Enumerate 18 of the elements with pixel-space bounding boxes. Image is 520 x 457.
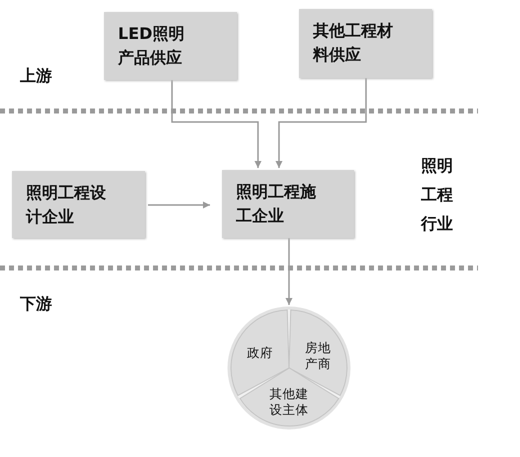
stage-label: 上游 [20,65,52,87]
process-box [299,9,432,78]
slice-label: 政府 [246,345,274,362]
process-box [222,170,354,238]
box-text: 其他工程材料供应 [313,20,394,66]
arrow [148,202,210,208]
slice-label: 房地产商 [304,340,332,372]
process-box [104,12,237,80]
arrow [276,78,367,168]
box-text: LED照明产品供应 [118,23,186,69]
process-box [12,171,145,238]
box-text: 照明工程设计企业 [26,182,107,228]
stage-label: 下游 [20,293,52,315]
slice-label: 其他建设主体 [268,386,309,418]
box-text: 照明工程施工企业 [236,181,317,227]
stage-label: 照明工程行业 [421,155,454,235]
arrow [286,238,292,305]
arrow [171,80,262,168]
